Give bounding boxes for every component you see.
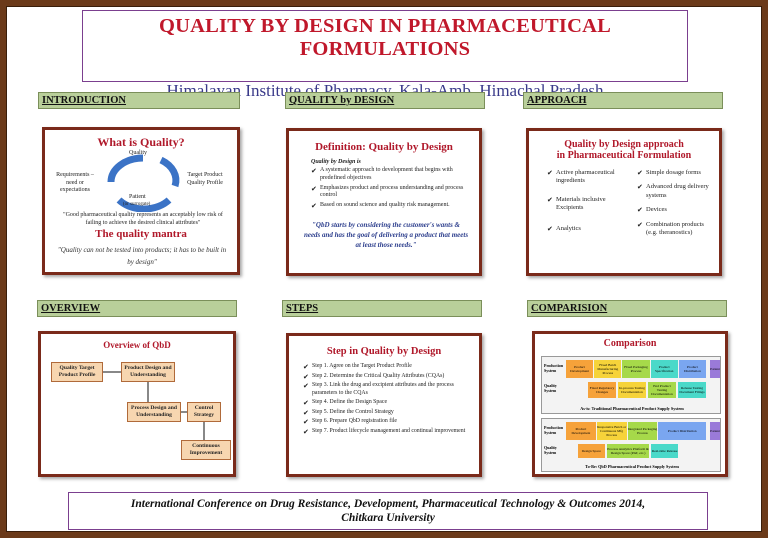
tobe-doc: Process Analytics Platform & Design Spac… [606, 444, 650, 458]
definition-heading: Definition: Quality by Design [315, 141, 453, 153]
patient-box: Patient [710, 422, 720, 440]
qual-label: Quality System [544, 383, 557, 393]
section-introduction: INTRODUCTION [38, 92, 240, 109]
flow-box: Quality Target Product Profile [51, 362, 103, 382]
header: QUALITY BY DESIGN IN PHARMACEUTICAL FORM… [82, 10, 688, 100]
section-qbd: QUALITY by DESIGN [285, 92, 485, 109]
tobe-step: Product Distribution [658, 422, 706, 440]
asis-step: Product Distribution [678, 360, 707, 378]
flow-arrow [181, 411, 187, 413]
flow-box: Continuous Improvement [181, 440, 231, 460]
footer: International Conference on Drug Resista… [68, 492, 708, 530]
approach-left-list: Active pharmaceutical ingredients Materi… [547, 169, 627, 235]
step-item: Step 7. Product lifecycle management and… [303, 428, 473, 437]
footer-line-1: International Conference on Drug Resista… [130, 498, 646, 510]
tobe-top-row: Product Development Responsive Batch or … [566, 422, 706, 440]
asis-step: Product Specification [650, 360, 678, 378]
step-item: Step 4. Define the Design Space [303, 399, 473, 408]
tobe-step: Integrated Packaging Process [627, 422, 658, 440]
tobe-step: Product Development [566, 422, 596, 440]
flow-arrow [103, 371, 121, 373]
definition-list: A systematic approach to development tha… [311, 167, 471, 211]
tobe-caption: To-Be: QbD Pharmaceutical Product Supply… [585, 464, 679, 469]
steps-panel: Step in Quality by Design Step 1. Agree … [286, 333, 482, 477]
tobe-step: Responsive Batch or Continuous Mfg Proce… [596, 422, 627, 440]
definition-item: Emphasizes product and process understan… [311, 185, 471, 201]
step-item: Step 3. Link the drug and excipient attr… [303, 382, 473, 397]
comparison-heading: Comparison [603, 338, 657, 349]
section-overview: OVERVIEW [37, 300, 237, 317]
approach-item: Active pharmaceutical ingredients [547, 169, 627, 186]
mantra-text: "Quality can not be tested into products… [57, 246, 227, 266]
intro-heading: What is Quality? [97, 135, 185, 149]
overview-heading: Overview of QbD [103, 340, 171, 350]
tobe-doc: Design Space [578, 444, 605, 458]
asis-step: Product Development [566, 360, 594, 378]
approach-item: Devices [637, 206, 717, 216]
surrogate-note: (or surrogate) [123, 202, 151, 207]
qual-label: Quality System [544, 445, 557, 455]
asis-top-row: Product Development Fixed Batch Manufact… [566, 360, 707, 378]
approach-item: Simple dosage forms [637, 169, 717, 179]
tobe-diagram: Production System Quality System Product… [541, 418, 721, 472]
step-item: Step 6. Prepare QbD registration file [303, 418, 473, 427]
steps-list: Step 1. Agree on the Target Product Prof… [303, 363, 473, 437]
flow-arrow [147, 382, 149, 402]
approach-heading-2: in Pharmaceutical Formulation [556, 150, 692, 161]
flow-arrow [203, 422, 205, 440]
quality-node: Quality [129, 150, 147, 156]
step-item: Step 5. Define the Control Strategy [303, 409, 473, 418]
steps-heading: Step in Quality by Design [326, 346, 442, 357]
flow-box: Product Design and Understanding [121, 362, 175, 382]
asis-doc: In-process Testing Documentation [618, 382, 646, 398]
mantra-heading: The quality mantra [95, 228, 187, 240]
quality-cycle-diagram [107, 154, 180, 212]
asis-doc: End Product Testing Documentation [648, 382, 676, 398]
flow-box: Process Design and Understanding [127, 402, 181, 422]
approach-item: Materials inclusive Excipients [547, 196, 627, 213]
tobe-doc: Real-time Release [651, 444, 679, 458]
approach-item: Advanced drug delivery systems [637, 183, 717, 200]
intro-panel: What is Quality? Quality Requirements – … [42, 127, 240, 275]
definition-panel: Definition: Quality by Design Quality by… [286, 128, 482, 276]
step-item: Step 1. Agree on the Target Product Prof… [303, 363, 473, 372]
section-steps: STEPS [282, 300, 482, 317]
approach-right-list: Simple dosage forms Advanced drug delive… [637, 169, 717, 240]
approach-item: Analytics [547, 225, 627, 235]
asis-doc: Release Testing Document Filings [678, 382, 706, 398]
prod-label: Production System [544, 363, 564, 373]
poster-title: QUALITY BY DESIGN IN PHARMACEUTICAL FORM… [159, 15, 611, 60]
asis-diagram: Production System Quality System Product… [541, 356, 721, 414]
definition-item: A systematic approach to development tha… [311, 167, 471, 183]
target-node: Target Product Quality Profile [187, 172, 223, 186]
footer-line-2: Chitkara University [341, 512, 435, 524]
asis-step: Fixed Packaging Process [622, 360, 650, 378]
asis-doc: Fixed Regulatory Changes [588, 382, 616, 398]
definition-lead: Quality by Design is [311, 159, 361, 165]
section-approach: APPROACH [523, 92, 723, 109]
patient-node: Patient [129, 194, 146, 200]
step-item: Step 2. Determine the Critical Quality A… [303, 373, 473, 382]
approach-item: Combination products (e.g. theranostics) [637, 221, 717, 238]
approach-panel: Quality by Design approach in Pharmaceut… [526, 128, 722, 276]
overview-panel: Overview of QbD Quality Target Product P… [38, 331, 236, 477]
tobe-bottom-row: Design Space Process Analytics Platform … [578, 444, 679, 458]
definition-quote: "QbD starts by considering the customer'… [303, 220, 469, 249]
asis-caption: As-is: Traditional Pharmaceutical Produc… [580, 406, 684, 411]
quality-quote: "Good pharmaceutical quality represents … [63, 212, 223, 226]
asis-bottom-row: Fixed Regulatory Changes In-process Test… [588, 382, 706, 398]
asis-step: Fixed Batch Manufacturing Process [594, 360, 622, 378]
comparison-panel: Comparison Production System Quality Sys… [532, 331, 728, 477]
requirements-node: Requirements – need or expectations [56, 172, 94, 193]
approach-heading-1: Quality by Design approach [564, 139, 684, 150]
definition-item: Based on sound science and quality risk … [311, 202, 471, 211]
section-comparision: COMPARISION [527, 300, 727, 317]
flow-box: Control Strategy [187, 402, 221, 422]
prod-label: Production System [544, 425, 564, 435]
poster-subtitle: Himalayan Institute of Pharmacy, Kala-Am… [166, 81, 604, 100]
patient-box: Patient [710, 360, 720, 378]
